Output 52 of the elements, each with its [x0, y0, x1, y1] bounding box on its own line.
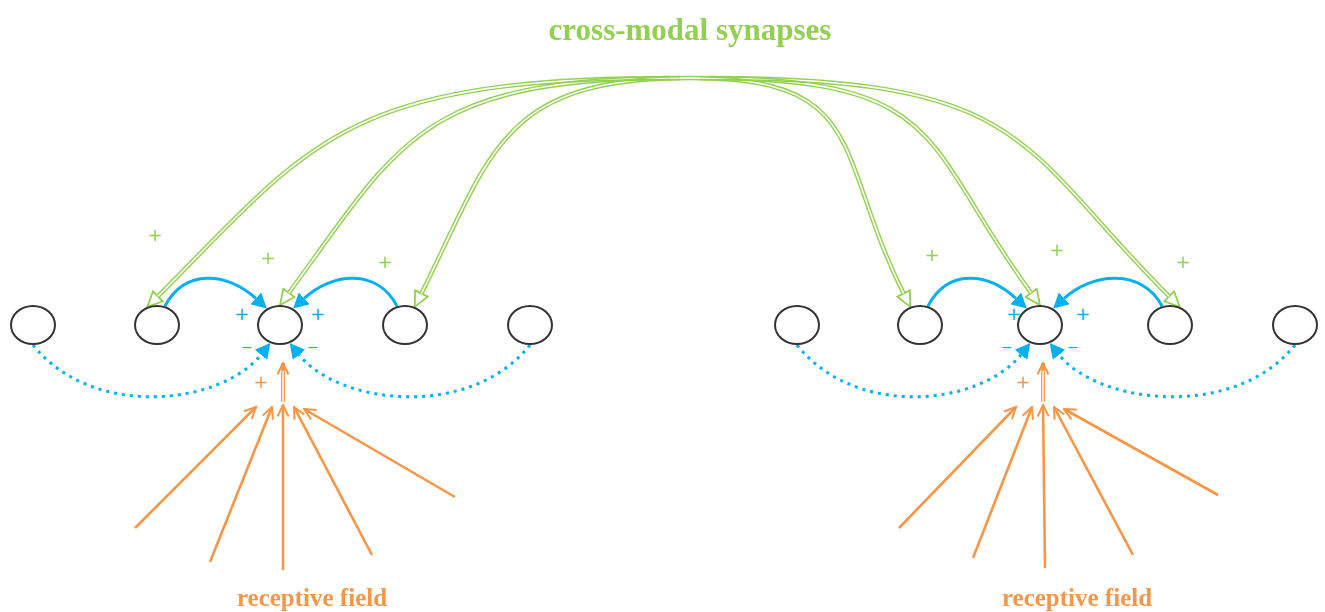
plus-sign: + — [260, 249, 276, 267]
plus-sign: + — [234, 305, 250, 323]
caption-text: receptive field — [236, 584, 388, 610]
neuron-circle — [507, 305, 553, 345]
plus-sign: + — [1175, 253, 1191, 271]
arrow — [303, 407, 456, 499]
arrow — [699, 75, 1041, 307]
arrow — [413, 75, 691, 308]
arrow — [292, 406, 374, 556]
arrow — [1048, 343, 1297, 399]
plus-sign: + — [1049, 241, 1065, 259]
plus-sign: + — [1015, 373, 1031, 391]
arrow — [709, 75, 1181, 308]
neuron-circle — [257, 305, 303, 345]
minus-sign: − — [307, 340, 319, 354]
plus-sign: + — [924, 246, 940, 264]
arrow — [208, 406, 274, 563]
arrow — [971, 406, 1034, 559]
arrow — [1036, 404, 1050, 568]
arrow — [134, 406, 257, 529]
plus-sign: + — [253, 373, 269, 391]
neuron-circle — [134, 305, 180, 345]
arrow — [898, 406, 1017, 529]
arrow — [163, 276, 268, 308]
neuron-circle — [774, 305, 820, 345]
plus-sign: + — [147, 226, 163, 244]
minus-sign: − — [241, 340, 253, 354]
neuron-circle — [1147, 305, 1193, 345]
plus-sign: + — [1075, 305, 1091, 323]
minus-sign: − — [1067, 340, 1079, 354]
arrow — [689, 75, 911, 309]
caption-text: receptive field — [1001, 584, 1153, 610]
arrow — [288, 343, 532, 399]
neuron-circle — [382, 305, 428, 345]
plus-sign: + — [377, 253, 393, 271]
arrow — [1063, 407, 1219, 497]
minus-sign: − — [1001, 340, 1013, 354]
arrow — [31, 343, 272, 399]
plus-sign: + — [1006, 305, 1022, 323]
neuron-circle — [1272, 305, 1318, 345]
plus-sign: + — [310, 305, 326, 323]
arrow — [292, 276, 399, 308]
arrow — [926, 276, 1028, 308]
neuron-circle — [897, 305, 943, 345]
heading-text: cross-modal synapses — [510, 10, 870, 78]
arrow — [1052, 276, 1164, 308]
neuron-circle — [10, 305, 56, 345]
arrow — [1052, 406, 1135, 556]
arrow — [276, 362, 290, 402]
arrow — [795, 343, 1032, 399]
arrow — [1036, 362, 1050, 402]
arrow — [276, 404, 290, 570]
